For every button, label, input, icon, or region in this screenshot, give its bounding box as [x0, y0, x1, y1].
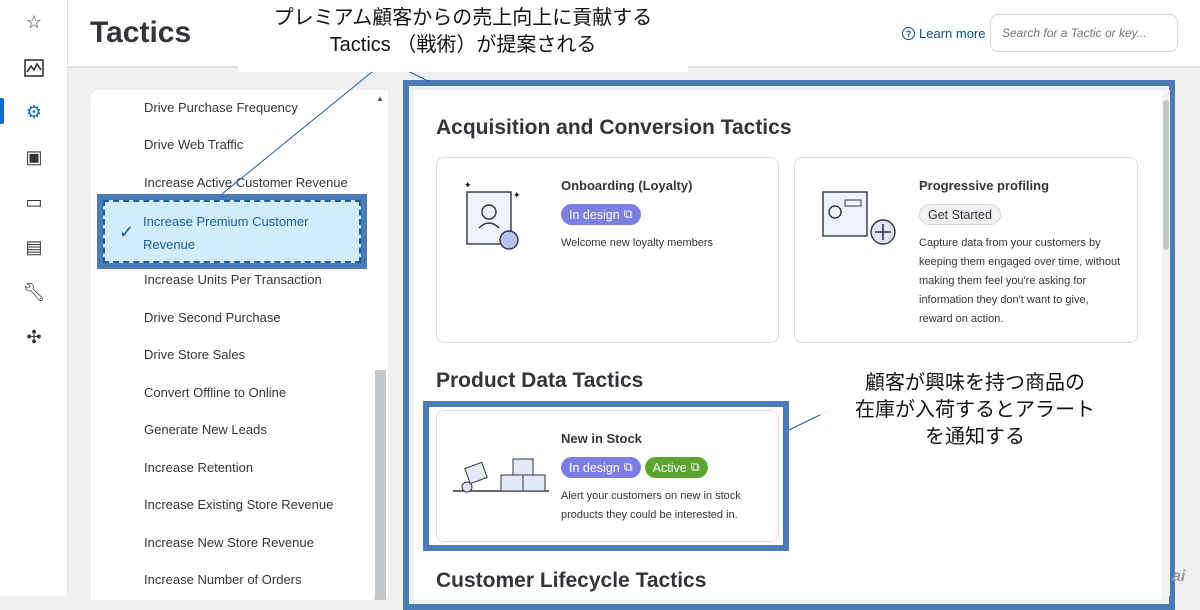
- devices-icon[interactable]: ▭: [25, 191, 43, 212]
- svg-text:✦: ✦: [464, 180, 472, 190]
- scroll-thumb[interactable]: [375, 370, 386, 600]
- check-icon: ✓: [119, 222, 135, 242]
- get-started-button[interactable]: Get Started: [919, 204, 1001, 225]
- annotation-right: 顧客が興味を持つ商品の在庫が入荷するとアラートを通知する: [820, 370, 1130, 451]
- card-description: Alert your customers on new in stock pro…: [561, 490, 741, 521]
- goal-item-selected[interactable]: ✓ Increase Premium Customer Revenue: [97, 194, 367, 269]
- goal-item[interactable]: Drive Store Sales: [144, 347, 246, 362]
- scroll-up-icon[interactable]: ▲: [376, 94, 384, 103]
- section-title: Acquisition and Conversion Tactics: [436, 116, 792, 139]
- goal-item[interactable]: Drive Second Purchase: [144, 310, 281, 325]
- tactic-card-progressive-profiling[interactable]: Progressive profiling Get Started Captur…: [794, 157, 1138, 343]
- goal-item[interactable]: Drive Purchase Frequency: [144, 100, 298, 115]
- status-tag-active[interactable]: Active⧉: [644, 457, 708, 478]
- learn-more-link[interactable]: ? Learn more: [902, 26, 985, 41]
- watermark-logo: ai: [1172, 568, 1186, 585]
- external-link-icon: ⧉: [623, 460, 633, 474]
- card-description: Capture data from your customers by keep…: [919, 237, 1121, 325]
- gear-play-icon[interactable]: ⚙: [25, 101, 43, 122]
- puzzle-icon[interactable]: ✣: [26, 326, 42, 347]
- selected-goal-label: Increase Premium Customer Revenue: [143, 214, 309, 252]
- learn-more-label: Learn more: [919, 26, 986, 41]
- goal-item[interactable]: Increase Existing Store Revenue: [144, 497, 334, 512]
- boxes-cart-illustration: [453, 458, 549, 493]
- external-link-icon: ⧉: [623, 207, 633, 221]
- annotation-line: 顧客が興味を持つ商品の: [865, 372, 1085, 394]
- goal-item[interactable]: Increase New Store Revenue: [144, 535, 314, 550]
- svg-text:✦: ✦: [513, 190, 521, 200]
- annotation-top: プレミアム顧客からの売上向上に貢献する Tactics （戦術）が提案される: [238, 0, 688, 72]
- page-title: Tactics: [90, 16, 192, 49]
- goal-item[interactable]: Drive Web Traffic: [144, 137, 244, 152]
- annotation-line: 在庫が入荷するとアラート: [855, 399, 1095, 421]
- id-card-icon[interactable]: ▣: [25, 146, 43, 167]
- status-tag-in-design[interactable]: In design⧉: [561, 457, 641, 478]
- profile-form-illustration: [822, 191, 896, 245]
- annotation-line: プレミアム顧客からの売上向上に貢献する: [273, 7, 653, 29]
- goal-item[interactable]: Convert Offline to Online: [144, 385, 287, 400]
- search-input[interactable]: [990, 14, 1178, 52]
- card-title: Progressive profiling: [919, 178, 1050, 193]
- card-title: New in Stock: [561, 431, 642, 446]
- status-tag-in-design[interactable]: In design⧉: [561, 204, 641, 225]
- goal-item[interactable]: Increase Units Per Transaction: [144, 272, 322, 287]
- annotation-line: を通知する: [925, 426, 1025, 448]
- icon-rail: ☆ ⚙ ▣ ▭ ▤ 🔧︎ ✣: [0, 0, 68, 596]
- bookmark-star-icon[interactable]: ☆: [25, 11, 43, 32]
- tag-label: In design: [569, 207, 620, 222]
- list-scrollbar[interactable]: ▲: [373, 90, 388, 600]
- goal-item[interactable]: Increase Number of Orders: [144, 572, 302, 587]
- annotation-line: Tactics （戦術）が提案される: [329, 34, 597, 56]
- goal-item[interactable]: Increase Active Customer Revenue: [144, 175, 348, 190]
- goal-item[interactable]: Increase Retention: [144, 460, 254, 475]
- tactic-card-onboarding[interactable]: ✦✦ Onboarding (Loyalty) In design⧉ Welco…: [436, 157, 779, 343]
- certificate-illustration: ✦✦: [464, 180, 521, 250]
- help-icon: ?: [902, 27, 915, 40]
- contact-card-icon[interactable]: ▤: [25, 236, 43, 257]
- tactic-card-new-in-stock[interactable]: New in Stock In design⧉ Active⧉ Alert yo…: [436, 410, 779, 542]
- goal-item[interactable]: Generate New Leads: [144, 422, 267, 437]
- callout-frame: [423, 401, 789, 551]
- card-title: Onboarding (Loyalty): [561, 178, 693, 193]
- external-link-icon: ⧉: [690, 460, 700, 474]
- card-description: Welcome new loyalty members: [561, 237, 714, 249]
- activity-chart-icon[interactable]: [22, 56, 46, 80]
- tag-label: In design: [569, 460, 620, 475]
- goal-list: Drive Purchase Frequency Drive Web Traff…: [91, 90, 373, 600]
- section-title: Customer Lifecycle Tactics: [436, 569, 707, 592]
- active-indicator: [0, 98, 4, 124]
- section-title: Product Data Tactics: [436, 369, 644, 392]
- wrench-icon[interactable]: 🔧︎: [22, 281, 46, 302]
- tag-label: Active: [652, 460, 687, 475]
- scroll-thumb[interactable]: [1163, 100, 1169, 250]
- main-scrollbar[interactable]: [1162, 90, 1170, 596]
